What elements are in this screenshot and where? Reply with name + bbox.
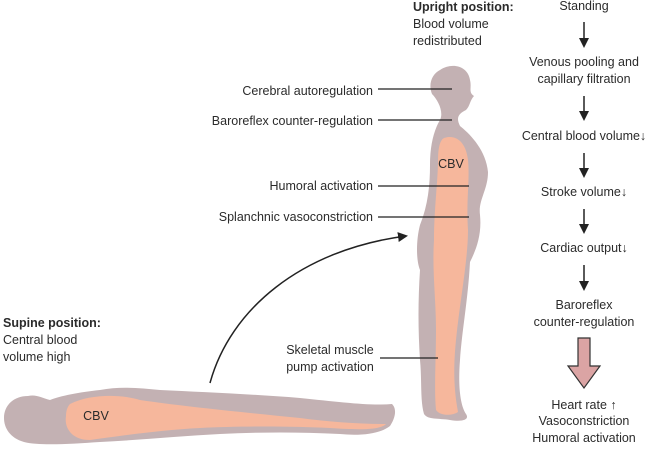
supine-line-2: volume high	[3, 350, 70, 364]
upright-line-1: Blood volume	[413, 17, 489, 31]
flow-step-baroreflex-2: counter-regulation	[534, 315, 635, 329]
standing-figure: CBV	[417, 65, 488, 421]
flow-step-stroke: Stroke volume↓	[541, 185, 627, 199]
label-skeletal-2: pump activation	[286, 360, 374, 374]
flow-step-baroreflex-1: Baroreflex	[556, 298, 614, 312]
label-baroreflex: Baroreflex counter-regulation	[212, 114, 373, 128]
cbv-label-supine: CBV	[83, 409, 109, 423]
mechanism-labels: Cerebral autoregulation Baroreflex count…	[212, 84, 469, 374]
upright-caption: Upright position: Blood volume redistrib…	[413, 0, 514, 48]
big-down-arrow-icon	[566, 337, 602, 390]
supine-title: Supine position:	[3, 316, 101, 330]
label-splanchnic: Splanchnic vasoconstriction	[219, 210, 373, 224]
outcome-vasoconstriction: Vasoconstriction	[539, 414, 630, 428]
supine-figure: CBV	[4, 387, 396, 445]
supine-caption: Supine position: Central blood volume hi…	[3, 316, 101, 364]
upright-line-2: redistributed	[413, 34, 482, 48]
posture-change-arrow	[209, 232, 408, 384]
outcome-humoral: Humoral activation	[532, 431, 636, 445]
outcome-heart-rate: Heart rate ↑	[551, 398, 616, 412]
cbv-label-standing: CBV	[438, 157, 464, 171]
flow-step-venous-2: capillary filtration	[537, 72, 630, 86]
supine-line-1: Central blood	[3, 333, 77, 347]
flow-step-cbv: Central blood volume↓	[522, 129, 646, 143]
label-humoral: Humoral activation	[269, 179, 373, 193]
flow-step-venous-1: Venous pooling and	[529, 55, 639, 69]
label-skeletal-1: Skeletal muscle	[286, 343, 374, 357]
flow-chart: Standing Venous pooling and capillary fi…	[522, 0, 646, 445]
label-cerebral: Cerebral autoregulation	[242, 84, 373, 98]
upright-title: Upright position:	[413, 0, 514, 14]
flow-step-standing: Standing	[559, 0, 608, 13]
flow-step-cardiac: Cardiac output↓	[540, 241, 628, 255]
